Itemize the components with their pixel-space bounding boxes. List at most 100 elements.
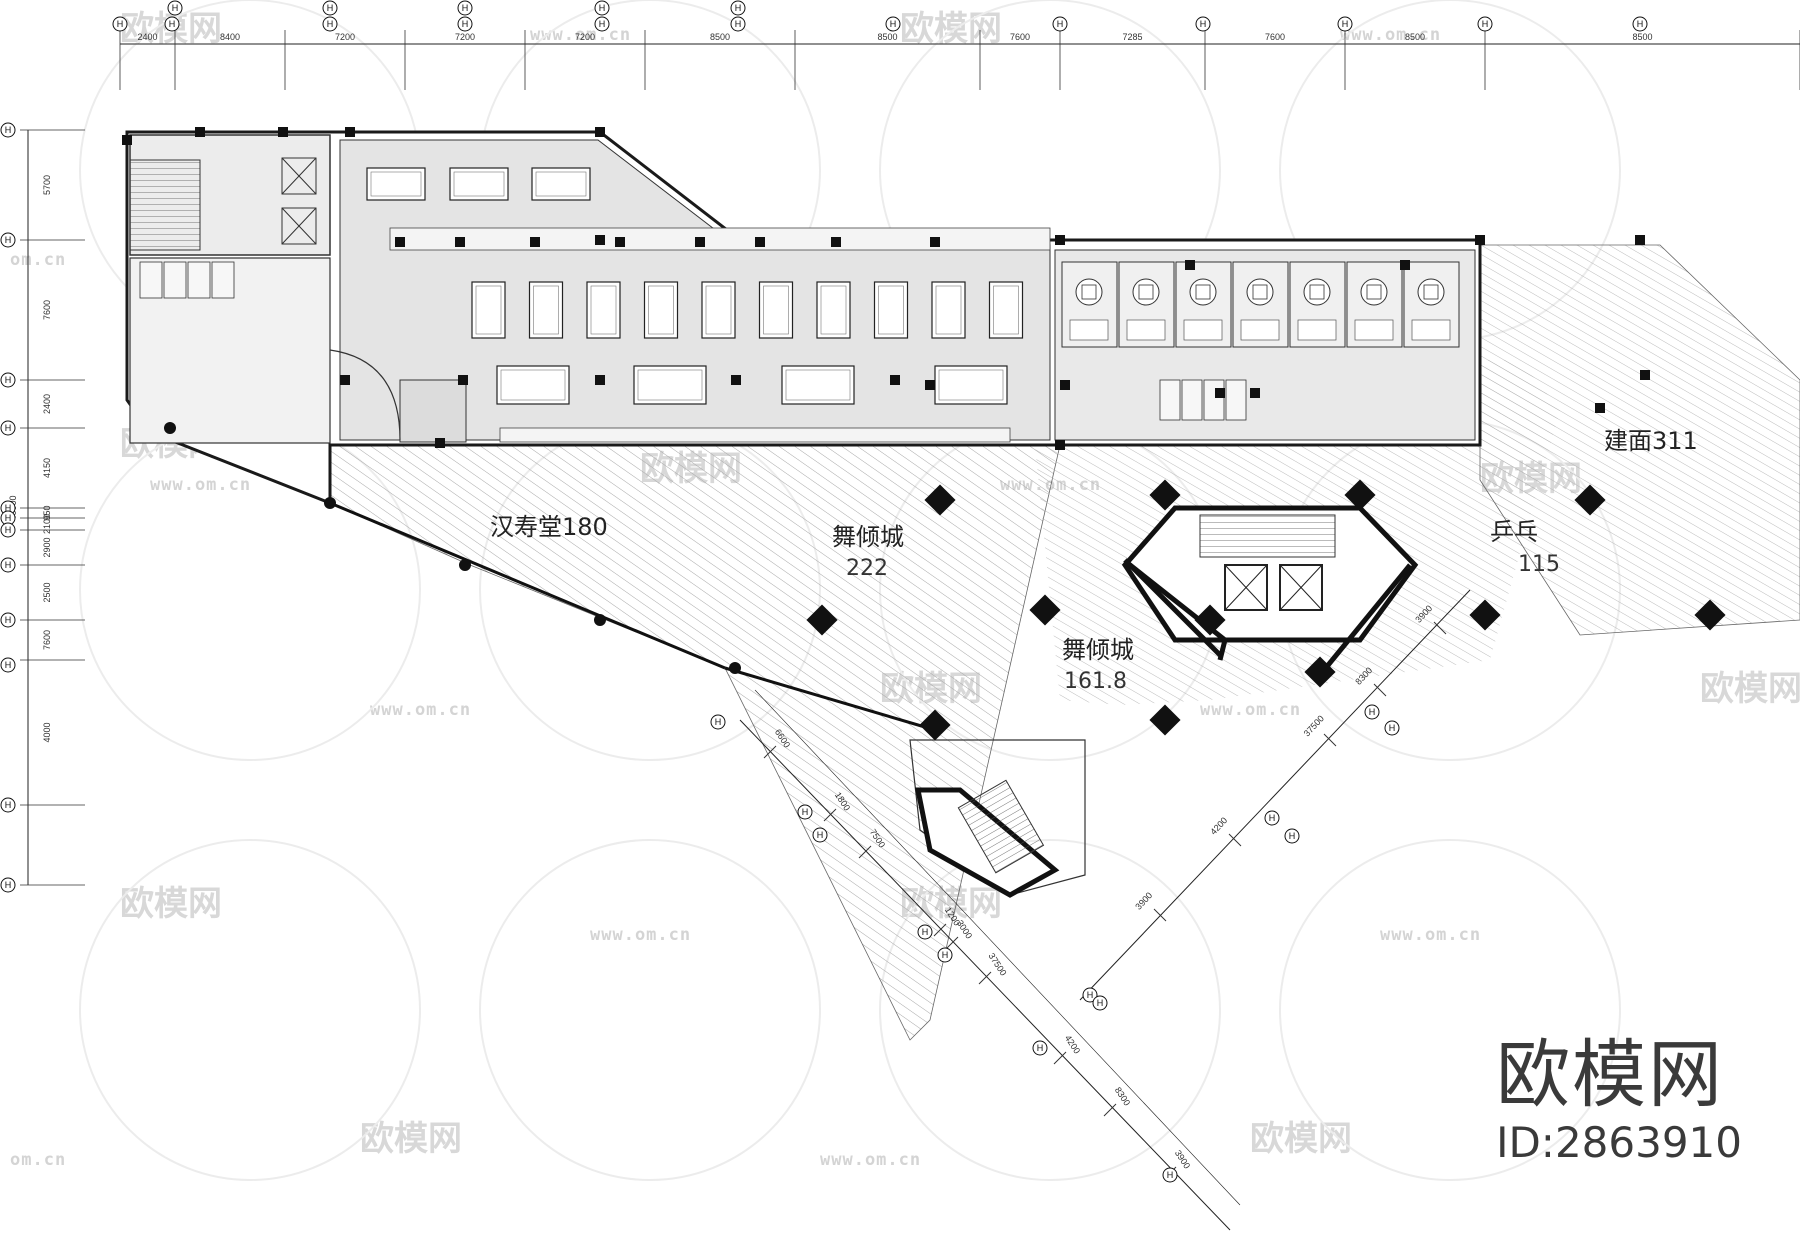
svg-text:H: H [715,717,722,727]
left-dimension-label: 5700 [42,175,52,195]
grid-axis-bubble: H [164,16,180,32]
grid-axis-bubble: H [1092,995,1108,1011]
column [731,375,741,385]
svg-text:H: H [1342,19,1349,29]
svg-text:H: H [462,3,469,13]
column [530,237,540,247]
grid-axis-bubble: H [112,16,128,32]
column [695,237,705,247]
svg-text:H: H [890,19,897,29]
diag-dimension-label: 4200 [1208,815,1229,836]
grid-axis-bubble: H [1264,810,1280,826]
svg-text:H: H [922,927,929,937]
room-area-pingpong: 115 [1518,552,1560,577]
svg-text:H: H [942,950,949,960]
watermark-url: www.om.cn [1340,25,1441,45]
top-dimension-label: 8400 [220,32,240,42]
billiard-table-cushion [763,285,789,335]
billiard-table [643,281,679,339]
billiard-table [528,281,564,339]
grid-axis-bubble: H [1162,1167,1178,1183]
column [595,235,605,245]
column-large [1149,704,1181,736]
svg-text:H: H [1167,1170,1174,1180]
svg-text:H: H [1097,998,1104,1008]
billiard-table [701,281,736,339]
svg-text:H: H [735,19,742,29]
column [1215,388,1225,398]
billiard-table [366,167,426,201]
diag-tick [1053,1051,1067,1065]
diag-tick [945,936,959,950]
facade-column [729,662,741,674]
grid-axis-bubble: H [710,714,726,730]
column-large [924,484,956,516]
svg-text:H: H [5,423,12,433]
column [278,127,288,137]
column [195,127,205,137]
column [1640,370,1650,380]
svg-text:H: H [5,525,12,535]
top-dimension-label: 7600 [1010,32,1030,42]
diag-tick [858,845,872,859]
room-label-wuqingcheng-a: 舞倾城 [832,523,904,551]
svg-text:H: H [1637,19,1644,29]
watermark-url: www.om.cn [370,700,471,720]
billiard-table [873,281,909,339]
grid-axis-bubble: H [1082,987,1098,1003]
grid-axis-bubble: H [917,924,933,940]
svg-text:H: H [1037,1043,1044,1053]
billiard-table-cushion [648,285,674,335]
svg-text:H: H [5,503,12,513]
grid-axis-bubble: H [457,16,473,32]
column [595,375,605,385]
room-label-wuqingcheng-b: 舞倾城 [1062,636,1134,664]
svg-text:H: H [5,800,12,810]
left-dimension-label: 7600 [42,300,52,320]
billiard-table [758,281,794,339]
billiard-table-cushion [453,171,505,197]
svg-text:H: H [599,19,606,29]
facade-column [324,497,336,509]
billiard-table-cushion [935,285,962,335]
top-dimension-label: 7285 [1122,32,1142,42]
mahjong-table-top [1252,284,1268,300]
left-dimension-line: 570076002400415095021002900250076004000 … [8,129,85,886]
svg-text:H: H [327,3,334,13]
billiard-table-cushion [500,369,566,401]
grid-axis-bubble: H [797,804,813,820]
svg-text:H: H [169,19,176,29]
seating-strip [389,227,1051,251]
diag-tick [1433,621,1447,635]
column [1060,380,1070,390]
svg-text:H: H [817,830,824,840]
watermark-url: om.cn [10,1150,66,1170]
grid-axis-bubble: H [0,522,16,538]
grid-axis-bubble: H [322,0,338,16]
grid-axis-bubble: H [594,16,610,32]
svg-text:H: H [1087,990,1094,1000]
toilet-stall [1225,379,1247,421]
svg-text:H: H [5,125,12,135]
column [1595,403,1605,413]
grid-axis-bubble: H [1052,16,1068,32]
grid-axis-bubble: H [812,827,828,843]
column [1055,440,1065,450]
facade-column [594,614,606,626]
svg-text:H: H [5,615,12,625]
column [1475,235,1485,245]
top-dimension-label: 7200 [335,32,355,42]
billiard-table-cushion [370,171,422,197]
left-dimension-label: 2500 [42,582,52,602]
grid-axis-bubble: H [0,877,16,893]
watermark-arc [79,839,421,1181]
top-dimension-label: 8500 [1405,32,1425,42]
diag-tick [1373,683,1387,697]
billiard-table [934,365,1008,405]
grid-axis-bubble: H [167,0,183,16]
diag-tick [1153,908,1167,922]
column-large [1344,479,1376,511]
svg-text:H: H [1269,813,1276,823]
watermark-brand: 欧模网 [1700,669,1800,709]
